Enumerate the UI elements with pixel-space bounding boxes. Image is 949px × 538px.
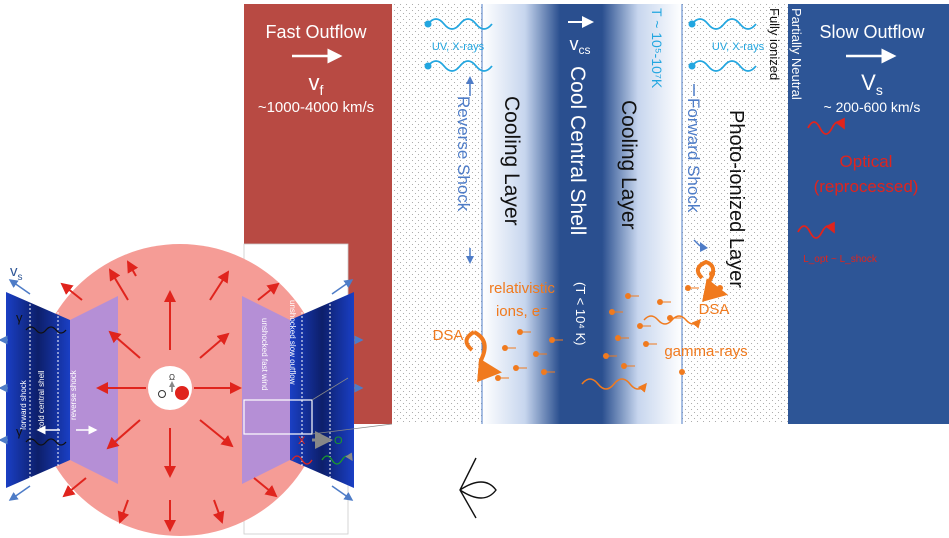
relativistic-particles xyxy=(495,271,723,381)
fully-ionized-label: Fully ionized xyxy=(767,8,782,80)
left-purple-wedge xyxy=(70,296,118,484)
left-cold-shell-label: cold central shell xyxy=(37,370,46,430)
central-shell-label: Cool Central Shell xyxy=(566,66,589,235)
central-shell-region xyxy=(560,4,602,424)
uv-label-left: UV, X-rays xyxy=(432,41,485,53)
left-shell xyxy=(6,292,70,488)
gamma-bottom-label: γ xyxy=(16,424,23,439)
slow-outflow-region xyxy=(788,4,949,424)
fast-velocity-label: vf xyxy=(309,70,324,98)
slow-outflow-title: Slow Outflow xyxy=(819,22,925,42)
uv-xray-waves-right xyxy=(688,18,757,72)
gamma-top-label: γ xyxy=(16,310,23,325)
ions-label: ions, e⁻ xyxy=(496,303,548,320)
shell-velocity-label: vcs xyxy=(570,34,591,57)
optical-wave-top xyxy=(807,117,845,135)
reprocessed-label: (reprocessed) xyxy=(814,177,919,196)
cooling-layer-left-label: Cooling Layer xyxy=(500,96,523,226)
temperature-label: T ~ 10⁵-10⁷K xyxy=(649,8,665,89)
right-unshocked-fast-label: unshocked fast wind xyxy=(260,318,269,391)
left-reverse-shock-label: reverse shock xyxy=(69,369,78,420)
uv-xray-waves-left xyxy=(424,18,493,72)
partially-neutral-label: Partially Neutral xyxy=(789,8,804,100)
slow-speed-label: ~ 200-600 km/s xyxy=(824,99,921,115)
cooling-layer-right-region xyxy=(602,4,682,424)
right-unshocked-slow-label: unshocked slow outflow xyxy=(288,300,297,385)
white-dwarf xyxy=(158,390,166,398)
outflow-arrows xyxy=(60,260,280,532)
observer-eye-icon xyxy=(459,457,497,519)
dsa-right-label: DSA xyxy=(699,301,730,318)
uv-label-right: UV, X-rays xyxy=(712,41,765,53)
forward-shock-label: Forward Shock xyxy=(684,98,703,213)
dsa-right-loop xyxy=(695,259,728,302)
omega-label: Ω xyxy=(169,373,175,382)
photoionized-label: Photo-ionized Layer xyxy=(725,110,747,288)
cooling-layer-right-label: Cooling Layer xyxy=(617,100,640,230)
optical-label: Optical xyxy=(840,152,893,171)
o-label: O xyxy=(334,435,343,447)
gamma-top-wave xyxy=(25,326,67,334)
luminosity-relation-label: L_opt ~ L_shock xyxy=(803,254,878,265)
x-label: X xyxy=(298,435,306,447)
photoionized-region xyxy=(682,4,788,424)
right-shell xyxy=(290,292,354,488)
slow-velocity-label: Vs xyxy=(861,70,883,98)
left-forward-shock-label: forward shock xyxy=(19,379,28,430)
shell-velocity-arrows xyxy=(0,279,364,501)
fast-speed-label: ~1000-4000 km/s xyxy=(258,99,374,116)
optical-wave-bottom xyxy=(797,221,835,239)
dsa-left-loop xyxy=(464,330,498,372)
relativistic-label: relativistic xyxy=(489,280,555,297)
gamma-rays-label: gamma-rays xyxy=(664,343,747,360)
zoom-panel xyxy=(244,4,949,424)
reverse-shock-label: Reverse Shock xyxy=(454,96,473,212)
dsa-left-label: DSA xyxy=(433,327,464,344)
right-purple-wedge xyxy=(242,296,290,484)
left-vs-label: vs xyxy=(10,263,23,283)
central-shell-temp-label: (T < 10⁴ K) xyxy=(573,282,588,346)
zoom-box xyxy=(243,399,313,435)
gamma-ray-wave-2 xyxy=(581,378,647,393)
reverse-shocked-region xyxy=(392,4,482,424)
companion-star xyxy=(175,386,189,400)
gamma-bottom-wave xyxy=(25,438,67,446)
fast-outflow-title: Fast Outflow xyxy=(265,22,367,42)
